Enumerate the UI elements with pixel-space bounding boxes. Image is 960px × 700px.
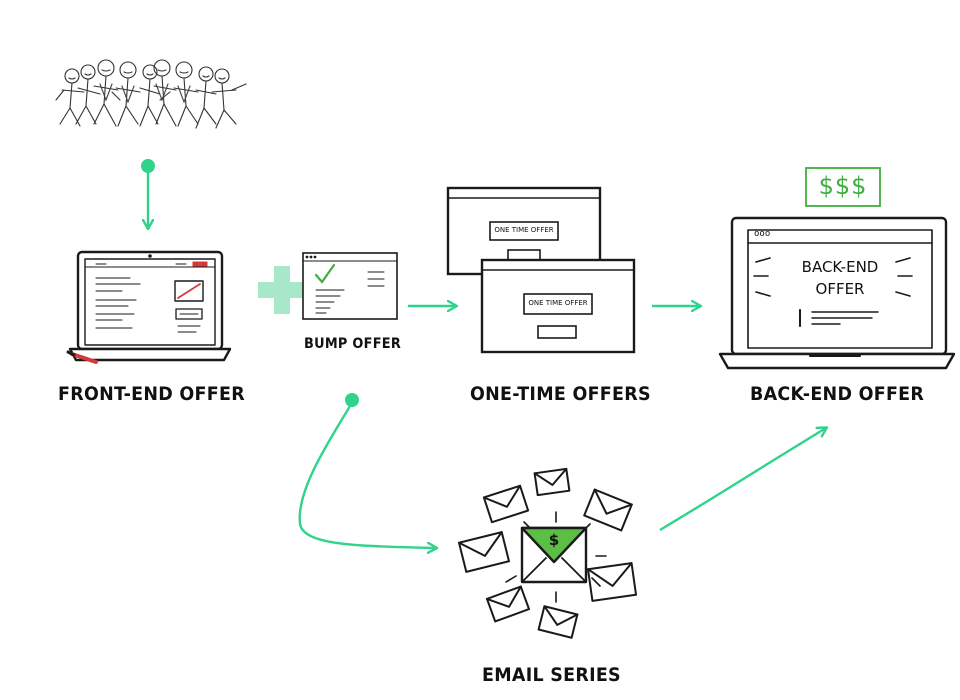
back-end-screen-line2: OFFER bbox=[815, 280, 865, 298]
oto-screen-label-1: ONE TIME OFFER bbox=[494, 226, 554, 234]
front-end-laptop bbox=[66, 250, 232, 364]
label-one-time-offers: ONE-TIME OFFERS bbox=[470, 383, 651, 405]
center-envelope-dollar: $ bbox=[548, 531, 560, 549]
back-end-laptop bbox=[718, 216, 956, 370]
money-sign-text: $$$ bbox=[818, 172, 868, 200]
email-cluster bbox=[458, 467, 638, 639]
label-bump-offer: BUMP OFFER bbox=[304, 336, 402, 352]
back-end-screen-line1: BACK-END bbox=[801, 258, 879, 276]
arrow-to-email bbox=[298, 393, 436, 548]
back-end-window-dots: ooo bbox=[754, 229, 771, 239]
one-time-offers-windows bbox=[446, 186, 636, 354]
plus-icon bbox=[258, 266, 306, 314]
crowd-illustration bbox=[55, 59, 247, 129]
oto-screen-label-2: ONE TIME OFFER bbox=[528, 299, 588, 307]
arrow-email-to-backend bbox=[659, 428, 826, 532]
label-back-end-offer: BACK-END OFFER bbox=[750, 383, 925, 405]
label-front-end-offer: FRONT-END OFFER bbox=[58, 383, 245, 405]
arrow-crowd-to-frontend bbox=[141, 159, 155, 228]
money-sign bbox=[805, 167, 881, 207]
label-email-series: EMAIL SERIES bbox=[482, 664, 621, 686]
bump-offer-window bbox=[302, 252, 398, 320]
